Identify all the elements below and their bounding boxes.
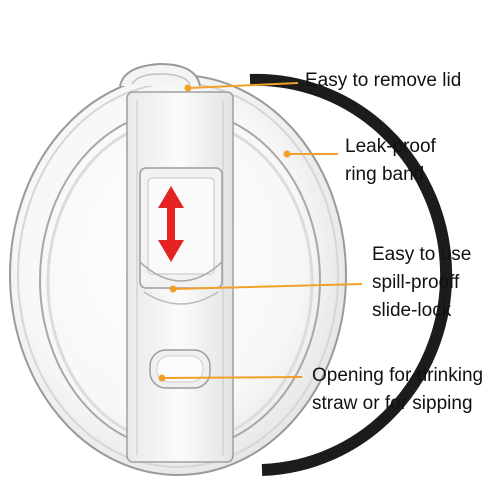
callout-connector-open [158, 374, 303, 382]
callout-text: Leak-proof [345, 136, 436, 157]
callout-text: slide-lock [372, 300, 452, 321]
callout-text: straw or for sipping [312, 393, 473, 414]
callout-leak-proof-ring: Leak-proof ring band [345, 133, 436, 189]
callout-connector-remove [184, 82, 299, 92]
slide-direction-arrow [158, 186, 184, 262]
callout-connector-slide [169, 283, 363, 293]
callout-connector-ring [283, 150, 338, 158]
callout-text: ring band [345, 164, 425, 185]
callout-drinking-opening: Opening for drinking straw or for sippin… [312, 362, 483, 418]
callout-text: Easy to remove lid [305, 70, 462, 91]
gasket-ring [249, 73, 453, 476]
callout-text: Easy to use [372, 244, 472, 265]
callout-text: Opening for drinking [312, 365, 484, 386]
callout-easy-remove-lid: Easy to remove lid [305, 67, 461, 95]
lid-tab [119, 62, 201, 87]
callout-text: spill-prooff [372, 272, 460, 293]
callout-slide-lock: Easy to use spill-prooff slide-lock [372, 241, 471, 325]
